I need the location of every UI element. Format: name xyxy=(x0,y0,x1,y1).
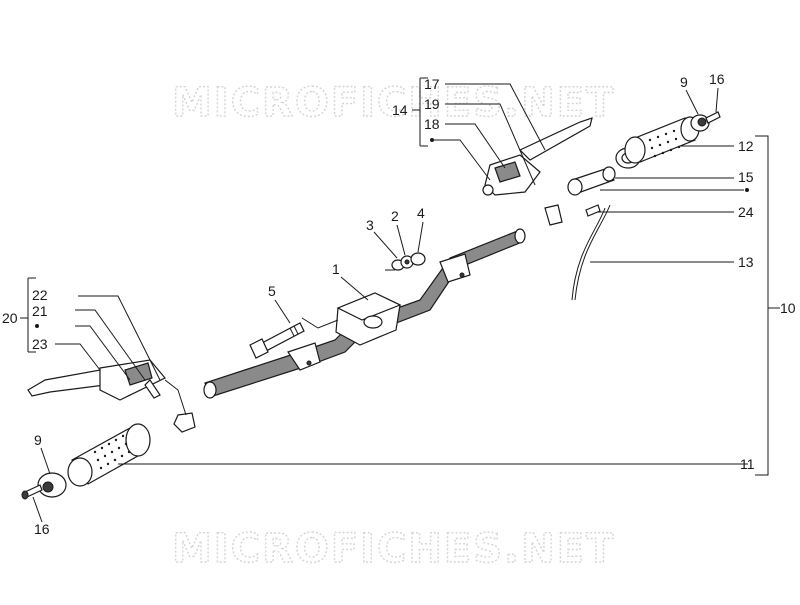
leader-lines xyxy=(20,77,780,523)
watermark-bottom: MICROFICHES.NET xyxy=(172,526,615,572)
callout-23: 23 xyxy=(32,336,48,352)
callout-10: 10 xyxy=(780,300,796,316)
callout-20: 20 xyxy=(2,310,18,326)
handlebar-clamp xyxy=(335,292,402,346)
callout-3: 3 xyxy=(366,217,374,233)
left-bar-end-weight xyxy=(37,472,67,498)
right-bar-end-screw xyxy=(705,111,721,124)
callout-14: 14 xyxy=(392,102,408,118)
left-brake-lever xyxy=(27,359,196,433)
callout-16-left: 16 xyxy=(34,521,50,537)
left-grip xyxy=(67,423,151,487)
watermark-top: MICROFICHES.NET xyxy=(172,80,615,126)
callout-9-right: 9 xyxy=(680,74,688,90)
callout-4: 4 xyxy=(417,205,425,221)
callout-18: 18 xyxy=(424,116,440,132)
handlebar xyxy=(203,228,526,399)
callout-5: 5 xyxy=(268,283,276,299)
callout-11: 11 xyxy=(740,456,755,472)
throttle-cable xyxy=(571,204,611,301)
callout-12: 12 xyxy=(738,138,754,154)
callout-labels: 1 2 3 4 5 9 9 10 11 12 13 14 15 16 16 17… xyxy=(2,71,796,537)
callout-19: 19 xyxy=(424,96,440,112)
washers-and-nut xyxy=(391,252,426,271)
callout-9-left: 9 xyxy=(34,432,42,448)
callout-2: 2 xyxy=(391,208,399,224)
callout-21: 21 xyxy=(32,303,48,319)
callout-1: 1 xyxy=(332,261,340,277)
left-bar-end-screw xyxy=(21,484,43,500)
right-grip xyxy=(624,116,700,164)
callout-24: 24 xyxy=(738,204,754,220)
callout-16-right: 16 xyxy=(709,71,725,87)
right-bar-end-weight xyxy=(690,114,710,132)
callout-15: 15 xyxy=(738,169,754,185)
callout-13: 13 xyxy=(738,254,754,270)
callout-17: 17 xyxy=(424,76,440,92)
bolt xyxy=(249,322,305,359)
throttle-tube xyxy=(567,166,616,196)
callout-22: 22 xyxy=(32,287,48,303)
right-brake-lever xyxy=(482,117,593,226)
